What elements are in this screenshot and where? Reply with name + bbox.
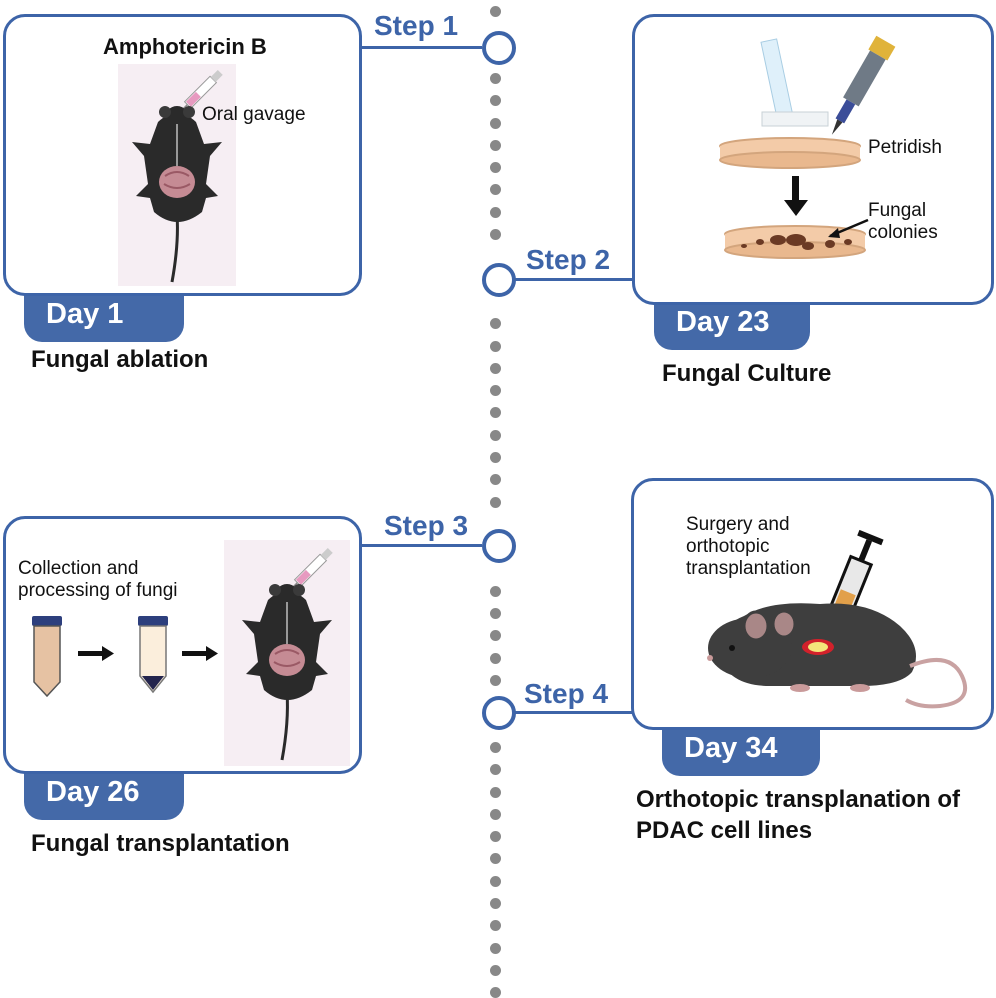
timeline-dot (490, 340, 501, 352)
mouse-gavage-icon-2 (242, 547, 333, 761)
timeline-node-3 (482, 529, 516, 563)
timeline-dot (490, 808, 501, 820)
surgery-label-2: orthotopic (686, 536, 770, 557)
step-4-label: Step 4 (524, 678, 609, 709)
day-label-3: Day 26 (46, 776, 140, 808)
collection-label-1: Collection and (18, 558, 139, 579)
panel4-caption-1: Orthotopic transplanation of (636, 786, 960, 813)
timeline-dot (490, 675, 501, 686)
timeline-node-2 (482, 263, 516, 297)
timeline-dot (490, 385, 501, 397)
fungal-colonies-label-2: colonies (868, 222, 938, 243)
timeline-dot (490, 853, 501, 865)
timeline-dot (490, 630, 501, 642)
fungal-colonies-label-1: Fungal (868, 200, 927, 221)
timeline-dot (490, 831, 501, 843)
timeline-dot (490, 920, 501, 932)
connector-step-2 (512, 278, 634, 281)
timeline-dot (490, 362, 501, 374)
timeline-dot (490, 318, 501, 330)
step-1-label: Step 1 (374, 10, 459, 41)
surgery-label-1: Surgery and (686, 514, 790, 535)
timeline-dot (490, 964, 501, 976)
panel3-caption: Fungal transplantation (31, 830, 290, 857)
panel1-caption: Fungal ablation (31, 346, 209, 373)
mouse-surgery-illustration (707, 529, 968, 709)
collection-label-2: processing of fungi (18, 580, 178, 601)
timeline-dot (490, 585, 501, 597)
connector-step-4 (512, 711, 634, 714)
timeline-dot (490, 452, 501, 463)
tube-sequence-illustration (32, 616, 218, 698)
timeline-dot (490, 229, 501, 240)
timeline-dot (490, 652, 501, 664)
day-label-2: Day 23 (676, 306, 770, 338)
timeline-dot (490, 608, 501, 620)
petri-culture-illustration (719, 35, 896, 259)
timeline-dot (490, 6, 501, 17)
timeline-dot (490, 875, 501, 887)
timeline-dot (490, 429, 501, 441)
connector-step-1 (360, 46, 482, 49)
panel4-caption-2: PDAC cell lines (636, 817, 813, 844)
petridish-label: Petridish (868, 137, 942, 158)
timeline-node-1 (482, 31, 516, 65)
timeline-dot (490, 987, 501, 998)
panel2-caption: Fungal Culture (662, 360, 832, 387)
timeline-dot (490, 162, 501, 174)
timeline-dot (490, 184, 501, 196)
timeline-dot (490, 407, 501, 419)
timeline-dot (490, 898, 501, 909)
surgery-label-3: transplantation (686, 558, 811, 579)
timeline-dot (490, 139, 501, 151)
timeline-dot (490, 786, 501, 798)
timeline-dot (490, 474, 501, 486)
timeline-dot (490, 72, 501, 84)
oral-gavage-label: Oral gavage (202, 104, 306, 125)
timeline-dot (490, 741, 501, 753)
panel1-title: Amphotericin B (103, 34, 267, 59)
day-label-4: Day 34 (684, 732, 778, 764)
timeline-dot (490, 764, 501, 776)
day-label-1: Day 1 (46, 298, 124, 330)
step-2-label: Step 2 (526, 244, 611, 275)
connector-step-3 (360, 544, 482, 547)
mouse-gavage-icon-1 (132, 69, 223, 283)
timeline-dot (490, 206, 501, 218)
timeline-node-4 (482, 696, 516, 730)
timeline-dot (490, 496, 501, 508)
timeline-dot (490, 942, 501, 954)
timeline-dot (490, 95, 501, 107)
step-3-label: Step 3 (384, 510, 469, 541)
timeline-dot (490, 117, 501, 129)
